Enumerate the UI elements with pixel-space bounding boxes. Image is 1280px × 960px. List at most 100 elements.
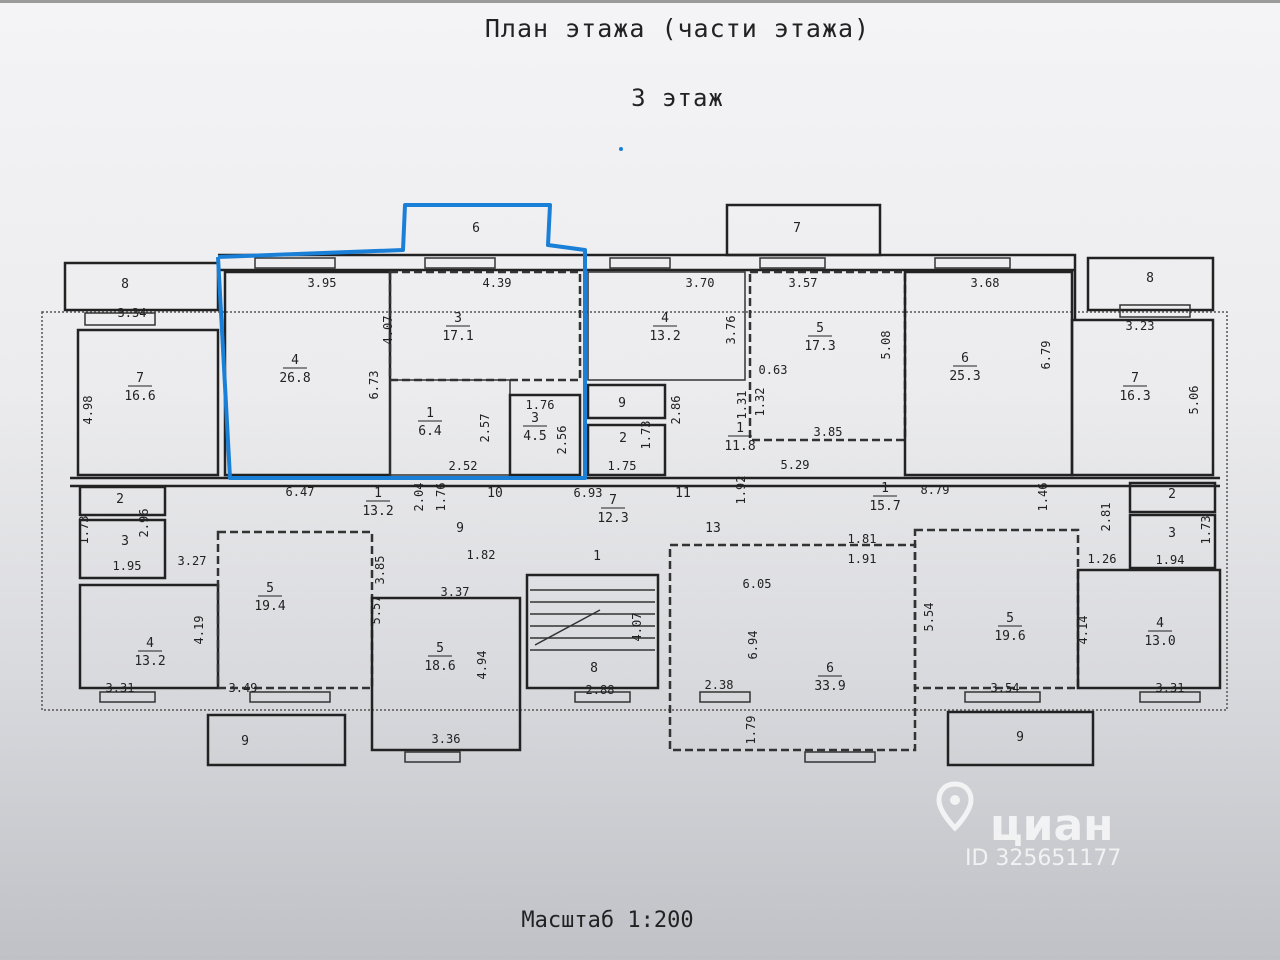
room-number: 1 — [426, 406, 434, 421]
room-area: 16.3 — [1119, 389, 1150, 404]
dimension-label: 1.92 — [734, 476, 748, 505]
room-area: 16.6 — [124, 389, 155, 404]
dimension-label: 2.52 — [449, 459, 478, 473]
dimension-label: 6.93 — [574, 486, 603, 500]
dimension-label: 3.57 — [789, 276, 818, 290]
dimension-label: 0.63 — [759, 363, 788, 377]
dimension-label: 3.31 — [106, 681, 135, 695]
dimension-label: 6.73 — [367, 371, 381, 400]
watermark-brand: циан — [990, 800, 1114, 851]
scale-label: Масштаб 1:200 — [521, 908, 694, 933]
room-area: 13.0 — [1144, 634, 1175, 649]
room-number: 1 — [881, 481, 889, 496]
room-number: 3 — [454, 311, 462, 326]
plan-title: План этажа (части этажа) — [484, 14, 871, 43]
room-area: 13.2 — [649, 329, 680, 344]
room-area: 13.2 — [134, 654, 165, 669]
room-number: 8 — [590, 661, 598, 676]
room-area: 19.6 — [994, 629, 1025, 644]
room-number: 7 — [1131, 371, 1139, 386]
dimension-label: 5.08 — [879, 331, 893, 360]
room-number: 7 — [136, 371, 144, 386]
dimension-label: 3.36 — [432, 732, 461, 746]
room-area: 18.6 — [424, 659, 455, 674]
dimension-label: 3.31 — [1156, 681, 1185, 695]
room-area: 15.7 — [869, 499, 900, 514]
dimension-label: 4.14 — [1076, 616, 1090, 645]
dimension-label: 3.37 — [441, 585, 470, 599]
blue-dot — [619, 147, 623, 151]
dimension-label: 3.68 — [971, 276, 1000, 290]
dimension-label: 6.47 — [286, 485, 315, 499]
dimension-label: 1.79 — [744, 716, 758, 745]
dimension-label: 1.46 — [1036, 483, 1050, 512]
dimension-label: 1.32 — [753, 388, 767, 417]
dimension-label: 1.82 — [467, 548, 496, 562]
room-area: 12.3 — [597, 511, 628, 526]
room-number: 5 — [816, 321, 824, 336]
room-number: 6 — [961, 351, 969, 366]
staircase — [530, 589, 655, 651]
dimension-label: 3.54 — [991, 681, 1020, 695]
room-number: 8 — [1146, 271, 1154, 286]
room-area: 13.2 — [362, 504, 393, 519]
room-number: 1 — [593, 549, 601, 564]
dimension-label: 2.88 — [586, 683, 615, 697]
dimension-label: 4.98 — [81, 396, 95, 425]
dimension-label: 3.70 — [686, 276, 715, 290]
dimension-label: 1.75 — [608, 459, 637, 473]
room-number: 10 — [487, 486, 503, 501]
room-area: 11.8 — [724, 439, 755, 454]
windows — [84, 257, 1201, 763]
room-number: 6 — [826, 661, 834, 676]
dimension-label: 2.38 — [705, 678, 734, 692]
room-area: 33.9 — [814, 679, 845, 694]
room-number: 9 — [456, 521, 464, 536]
room-number: 8 — [121, 277, 129, 292]
dimension-label: 1.73 — [639, 421, 653, 450]
room-number: 3 — [531, 411, 539, 426]
room-number: 9 — [1016, 730, 1024, 745]
dimension-label: 3.23 — [1126, 319, 1155, 333]
room-number: 9 — [618, 396, 626, 411]
dimension-label: 4.07 — [630, 613, 644, 642]
dimension-label: 1.95 — [113, 559, 142, 573]
dimension-label: 3.76 — [724, 316, 738, 345]
room-number: 4 — [661, 311, 669, 326]
dimension-label: 1.76 — [526, 398, 555, 412]
room-area: 6.4 — [418, 424, 442, 439]
dimension-label: 4.19 — [192, 616, 206, 645]
dimension-label: 2.57 — [478, 414, 492, 443]
room-number: 4 — [1156, 616, 1164, 631]
room-number: 5 — [1006, 611, 1014, 626]
dimension-label: 1.81 — [848, 532, 877, 546]
room-number: 11 — [675, 486, 691, 501]
room-number: 3 — [1168, 526, 1176, 541]
room-number: 7 — [609, 493, 617, 508]
dimension-label: 1.73 — [77, 516, 91, 545]
room-number: 7 — [793, 221, 801, 236]
room-number: 2 — [619, 431, 627, 446]
room-number: 3 — [121, 534, 129, 549]
room-area: 19.4 — [254, 599, 285, 614]
dimension-label: 6.94 — [746, 631, 760, 660]
dimension-label: 1.73 — [1199, 516, 1213, 545]
dimension-label: 1.31 — [735, 391, 749, 420]
dimension-label: 5.29 — [781, 458, 810, 472]
dimension-label: 4.94 — [475, 651, 489, 680]
dimension-label: 1.91 — [848, 552, 877, 566]
room-number: 4 — [146, 636, 154, 651]
room-number: 6 — [472, 221, 480, 236]
room-number: 4 — [291, 353, 299, 368]
dimension-label: 1.94 — [1156, 553, 1185, 567]
dimension-label: 3.27 — [178, 554, 207, 568]
room-area: 17.1 — [442, 329, 473, 344]
dimension-label: 4.07 — [381, 316, 395, 345]
room-number: 2 — [116, 492, 124, 507]
dimension-label: 5.54 — [922, 603, 936, 632]
dimension-label: 2.86 — [669, 396, 683, 425]
room-number: 1 — [736, 421, 744, 436]
dimension-label: 6.79 — [1039, 341, 1053, 370]
